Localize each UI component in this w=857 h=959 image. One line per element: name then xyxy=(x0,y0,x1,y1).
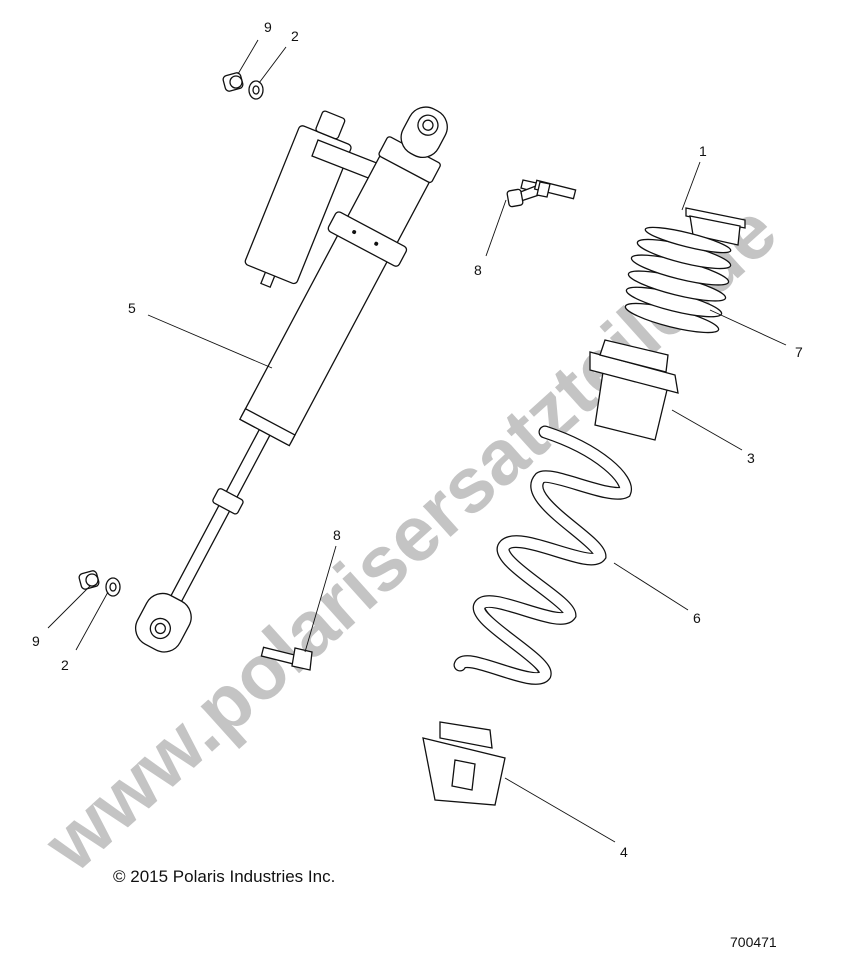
spring-seat xyxy=(589,339,679,441)
washer-top xyxy=(248,80,264,100)
callout-bump-stop: 7 xyxy=(795,344,803,360)
lower-spring-seat xyxy=(422,721,506,806)
bolt-top-shape xyxy=(520,179,577,200)
callout-spring: 6 xyxy=(693,610,701,626)
callout-bolt-top: 8 xyxy=(474,262,482,278)
callout-spring-retainer: 1 xyxy=(699,143,707,159)
callout-shock: 5 xyxy=(128,300,136,316)
nut-top xyxy=(222,72,244,92)
washer-bottom xyxy=(105,577,121,597)
bolt-bottom xyxy=(260,646,313,671)
callout-bolt-bottom: 8 xyxy=(333,527,341,543)
shock-absorber xyxy=(135,106,448,653)
copyright-notice: © 2015 Polaris Industries Inc. xyxy=(113,867,335,886)
figure-number: 700471 xyxy=(730,934,777,950)
spring-retainer xyxy=(685,207,746,246)
nut-bottom xyxy=(78,570,100,590)
callout-spring-seat: 3 xyxy=(747,450,755,466)
callout-lower-seat: 4 xyxy=(620,844,628,860)
shock-reservoir xyxy=(244,110,352,289)
callout-washer-bottom: 2 xyxy=(61,657,69,673)
leader-lines xyxy=(47,39,787,843)
callout-washer-top: 2 xyxy=(291,28,299,44)
coil-spring xyxy=(453,425,632,685)
bump-stop xyxy=(624,226,732,334)
callout-nut-top: 9 xyxy=(264,19,272,35)
callout-nut-bottom: 9 xyxy=(32,633,40,649)
